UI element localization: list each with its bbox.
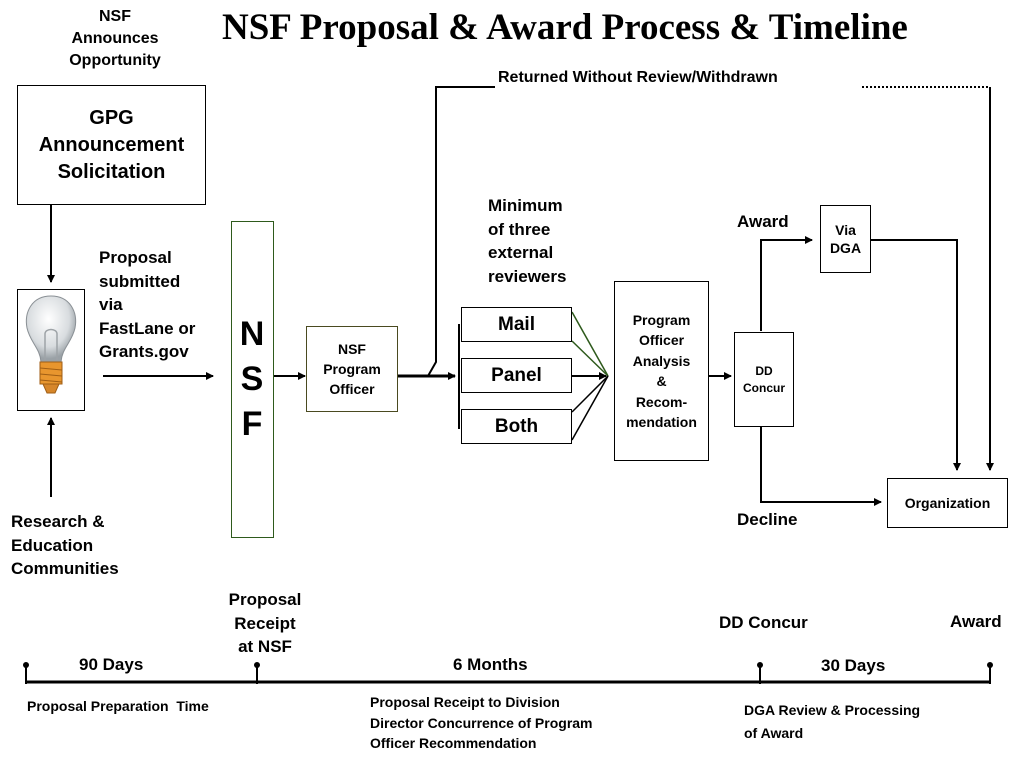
- review-both-box: Both: [461, 409, 572, 444]
- nsf-program-officer-box: NSF Program Officer: [306, 326, 398, 412]
- duration-30-days: 30 Days: [821, 656, 886, 675]
- nsf-announces-label: NSF Announces Opportunity: [69, 8, 161, 69]
- organization-box: Organization: [887, 478, 1008, 528]
- description-preparation: Proposal Preparation Time: [27, 698, 209, 714]
- gpg-announcement-box: GPG Announcement Solicitation: [17, 85, 206, 205]
- decline-branch-label: Decline: [737, 510, 798, 529]
- review-panel-box: Panel: [461, 358, 572, 393]
- nsf-letter-s: S: [240, 360, 264, 398]
- milestone-award: Award: [950, 612, 1002, 631]
- nsf-letter-f: F: [241, 405, 263, 443]
- description-dga-processing: DGA Review & Processing of Award: [744, 702, 921, 741]
- duration-6-months: 6 Months: [453, 655, 528, 674]
- nsf-letter-n: N: [239, 315, 265, 353]
- milestone-proposal-receipt: Proposal Receipt at NSF: [228, 590, 302, 656]
- milestone-dd-concur: DD Concur: [719, 613, 808, 632]
- nsf-box: N S F: [231, 221, 274, 538]
- po-analysis-box: Program Officer Analysis & Recom- mendat…: [614, 281, 709, 461]
- duration-90-days: 90 Days: [79, 655, 144, 674]
- description-review: Proposal Receipt to Division Director Co…: [370, 694, 593, 751]
- timeline-dot-receipt: [254, 662, 260, 668]
- min-reviewers-label: Minimum of three external reviewers: [488, 196, 567, 286]
- timeline-dot-award: [987, 662, 993, 668]
- award-branch-label: Award: [737, 212, 789, 231]
- timeline-dot-dd-concur: [757, 662, 763, 668]
- proposal-submitted-label: Proposal submitted via FastLane or Grant…: [99, 248, 196, 361]
- timeline-dot-start: [23, 662, 29, 668]
- review-mail-box: Mail: [461, 307, 572, 342]
- page-title: NSF Proposal & Award Process & Timeline: [222, 7, 908, 48]
- returned-without-review-label: Returned Without Review/Withdrawn: [498, 69, 778, 86]
- via-dga-box: Via DGA: [820, 205, 871, 273]
- dd-concur-box: DD Concur: [734, 332, 794, 427]
- research-communities-label: Research & Education Communities: [11, 512, 119, 578]
- lightbulb-icon: [17, 289, 85, 411]
